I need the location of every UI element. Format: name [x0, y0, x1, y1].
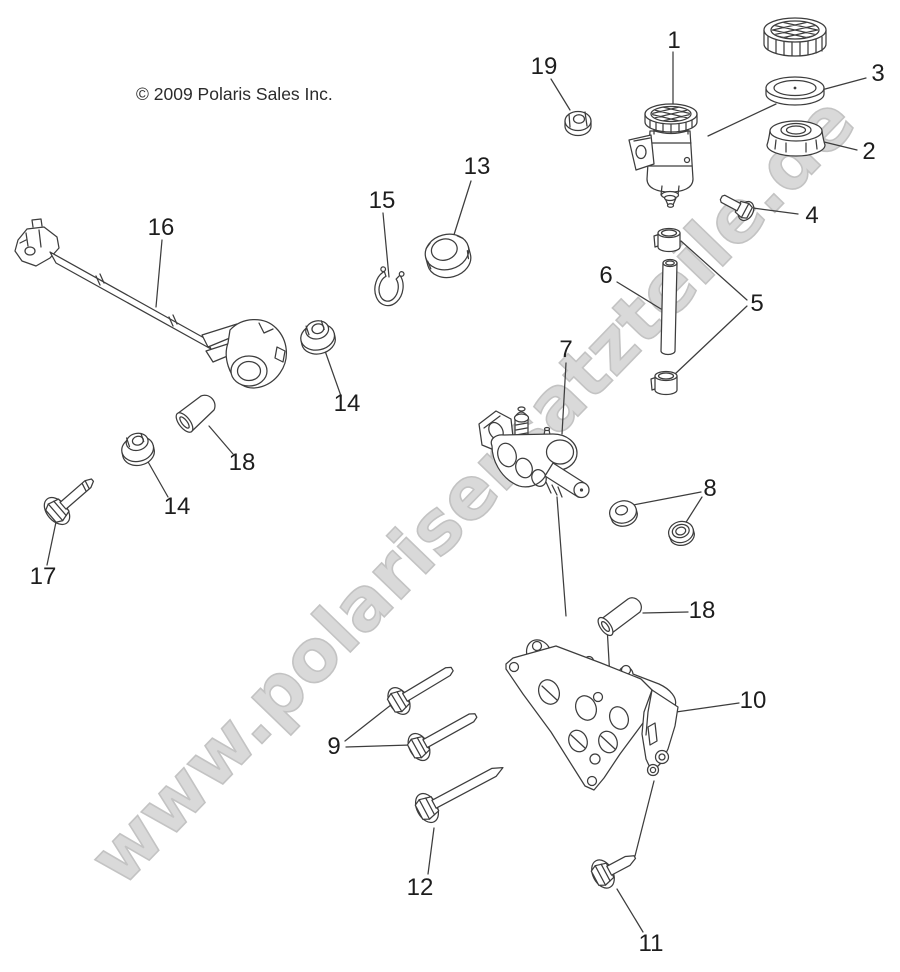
- callout-grommets: 8: [703, 475, 717, 502]
- bushing-lower-part: [597, 597, 642, 637]
- copyright-text: © 2009 Polaris Sales Inc.: [136, 84, 333, 104]
- callout-flange-bolt-long: 12: [406, 874, 434, 901]
- reservoir-hose-part: [660, 258, 678, 356]
- hex-flange-bolt-part: [43, 478, 95, 526]
- fitting-bolt-part: [719, 194, 755, 222]
- flange-nut-upper-part: [300, 320, 336, 355]
- grommet-b-part: [667, 520, 695, 547]
- callout-reservoir-diaphragm: 2: [862, 138, 876, 165]
- mounting-bolt-b-part: [406, 713, 478, 762]
- callout-flange-nut-upper: 14: [333, 390, 361, 417]
- callout-flange-bolt-short: 11: [638, 930, 664, 957]
- callout-fitting-bolt: 4: [805, 202, 819, 229]
- brake-rod-part: [14, 218, 287, 389]
- callout-hex-flange-bolt: 17: [29, 563, 57, 590]
- grommet-a-part: [609, 500, 638, 527]
- leader-lines: [46, 51, 867, 933]
- hose-clamp-upper-part: [653, 227, 681, 253]
- flange-bolt-long-part: [414, 767, 504, 824]
- flange-nut-lower-part: [121, 432, 155, 467]
- callout-mounting-bolts: 9: [327, 733, 341, 760]
- callout-jam-nut: 13: [463, 153, 491, 180]
- callout-bushing-upper: 18: [228, 449, 256, 476]
- callout-master-cylinder: 7: [559, 336, 573, 363]
- callout-flange-nut-lower: 14: [163, 493, 191, 520]
- retaining-ring-part: [374, 266, 405, 307]
- diaphragm-plate-part: [765, 76, 825, 106]
- reservoir-part: [628, 103, 698, 208]
- callout-hex-nut: 19: [530, 53, 558, 80]
- hose-clamp-lower-part: [650, 370, 678, 396]
- jam-nut-part: [424, 233, 472, 279]
- callout-reservoir-hose: 6: [599, 262, 613, 289]
- callout-hose-clamps: 5: [750, 290, 764, 317]
- hex-nut-part: [564, 110, 592, 137]
- callout-brake-rod: 16: [147, 214, 175, 241]
- master-cylinder-part: [478, 406, 590, 499]
- bushing-upper-part: [175, 394, 216, 433]
- callout-retaining-ring: 15: [368, 187, 396, 214]
- mounting-bracket-part: [505, 639, 679, 791]
- mounting-bolt-a-part: [386, 666, 454, 715]
- callout-diaphragm-plate: 3: [871, 60, 885, 87]
- reservoir-cap-part: [763, 17, 827, 57]
- flange-bolt-short-part: [590, 855, 637, 889]
- callout-reservoir-assembly: 1: [667, 27, 681, 54]
- callout-mounting-bracket: 10: [739, 687, 767, 714]
- diaphragm-part: [766, 120, 826, 157]
- callout-bushing-lower: 18: [688, 597, 716, 624]
